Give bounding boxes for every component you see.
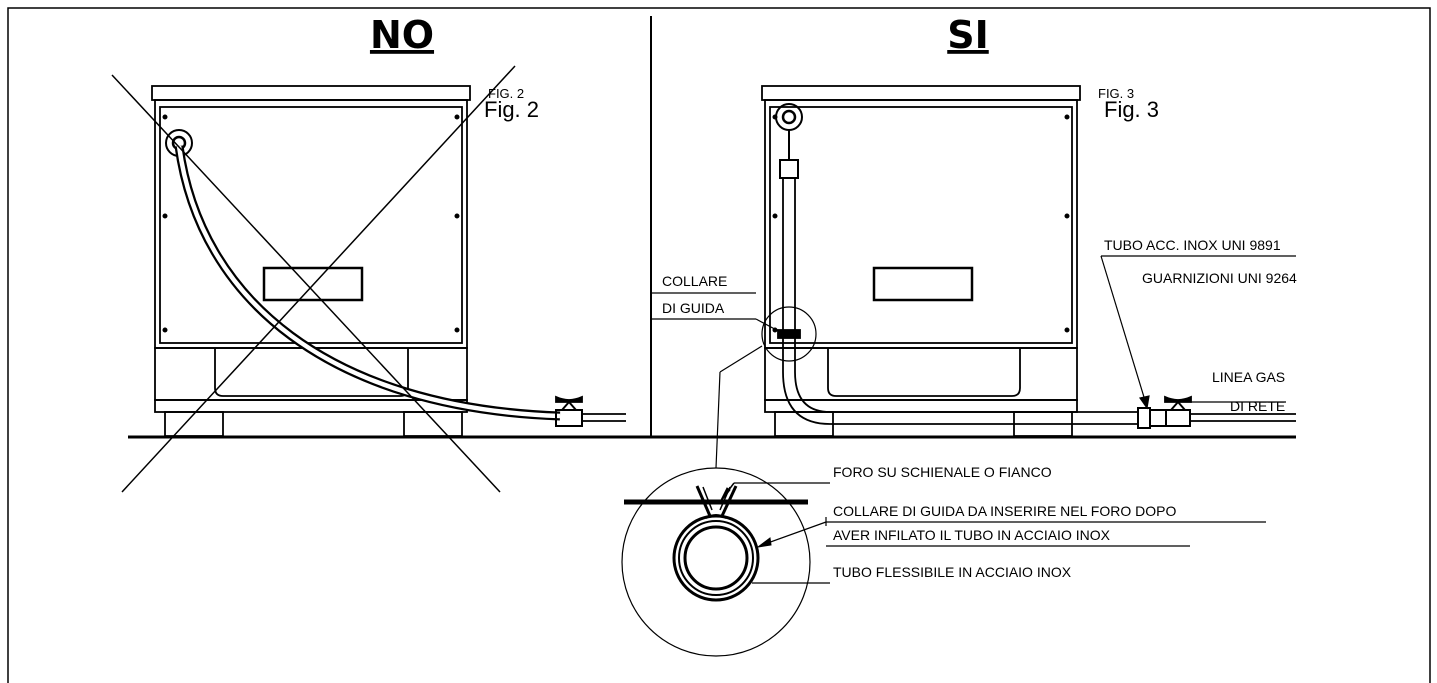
label-gas-line1: LINEA GAS bbox=[1212, 369, 1285, 385]
detail-flex-pipe: TUBO FLESSIBILE IN ACCIAIO INOX bbox=[833, 564, 1072, 580]
detail-collar-line2: AVER INFILATO IL TUBO IN ACCIAIO INOX bbox=[833, 527, 1111, 543]
fig-label-right: Fig. 3 bbox=[1104, 97, 1159, 122]
label-collar-line2: DI GUIDA bbox=[662, 300, 725, 316]
fig-label-left: Fig. 2 bbox=[484, 97, 539, 122]
label-steel-pipe: TUBO ACC. INOX UNI 9891 bbox=[1104, 237, 1281, 253]
header-si: SI bbox=[947, 13, 989, 57]
label-collar-line1: COLLARE bbox=[662, 273, 727, 289]
page-frame bbox=[7, 7, 1431, 683]
label-gas-line2: DI RETE bbox=[1230, 398, 1285, 414]
appliance-si bbox=[761, 85, 1296, 437]
detail-hole-label: FORO SU SCHIENALE O FIANCO bbox=[833, 464, 1052, 480]
label-gaskets: GUARNIZIONI UNI 9264 bbox=[1142, 270, 1297, 286]
header-no: NO bbox=[370, 13, 434, 57]
detail-collar bbox=[621, 467, 1266, 657]
callouts-si bbox=[650, 255, 1296, 469]
cross-mark bbox=[111, 65, 516, 493]
fig-label-small-left: FIG. 2 bbox=[488, 86, 524, 101]
fig-label-small-right: FIG. 3 bbox=[1098, 86, 1134, 101]
appliance-no bbox=[151, 85, 626, 437]
detail-collar-line1: COLLARE DI GUIDA DA INSERIRE NEL FORO DO… bbox=[833, 503, 1176, 519]
